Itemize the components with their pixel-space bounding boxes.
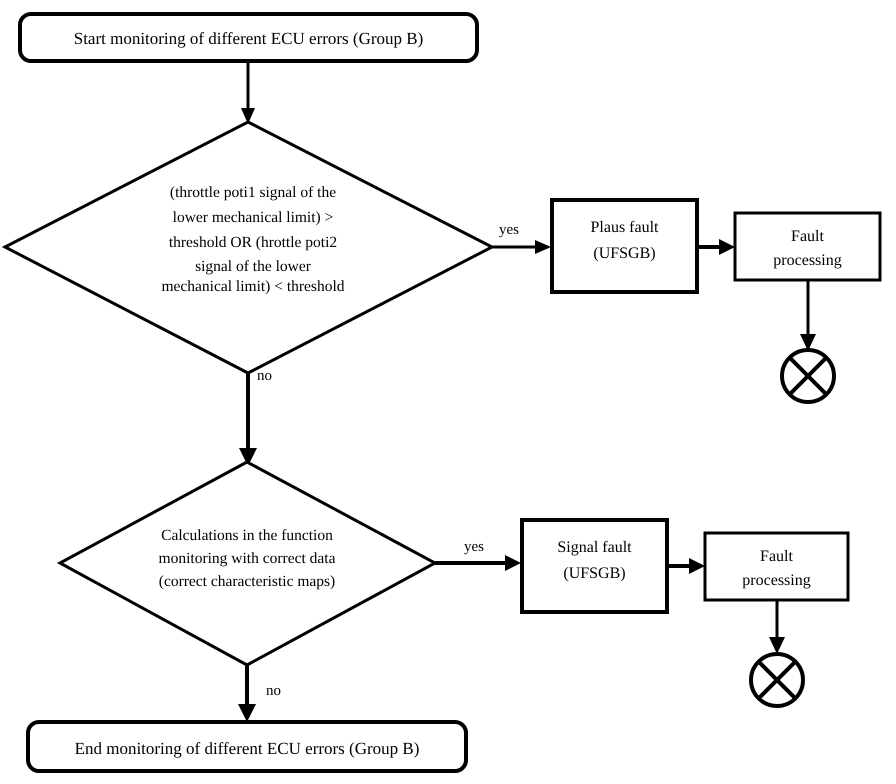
decision-1-line-4: signal of the lower (195, 258, 312, 275)
edge-label-decision1-yes: yes (499, 222, 519, 238)
fault-processing-2-line-2: processing (742, 572, 810, 589)
signal-fault-line-1: Signal fault (557, 539, 632, 556)
end-terminator-shape (26, 720, 468, 773)
arrowhead-icon (239, 448, 257, 466)
plaus-fault-line-1: Plaus fault (591, 219, 660, 236)
arrowhead-icon (238, 704, 256, 722)
start-terminator-label: Start monitoring of different ECU errors… (74, 29, 424, 48)
node-end-terminator[interactable]: End monitoring of different ECU errors (… (26, 720, 468, 773)
node-decision-2[interactable]: Calculations in the function monitoring … (56, 460, 439, 667)
fault-processing-2-line-1: Fault (760, 548, 793, 565)
edge-decision2-yes: yes (435, 539, 521, 571)
node-decision-1[interactable]: (throttle poti1 signal of the lower mech… (1, 120, 496, 375)
end-terminator-label: End monitoring of different ECU errors (… (75, 739, 420, 758)
fault-processing-1-line-1: Fault (791, 228, 824, 245)
plaus-fault-shape (550, 198, 699, 294)
fault-processing-1-shape (733, 211, 882, 282)
plaus-fault-line-2: (UFSGB) (593, 245, 655, 262)
decision-2-line-2: monitoring with correct data (159, 550, 336, 567)
edge-label-decision1-no: no (257, 368, 272, 384)
edge-label-decision2-yes: yes (464, 539, 484, 555)
decision-1-line-1: (throttle poti1 signal of the (170, 184, 336, 201)
edge-plausfault-to-faultprocessing1 (697, 239, 735, 255)
node-connector-1[interactable] (780, 348, 836, 404)
fault-processing-2-shape (703, 531, 850, 602)
edge-start-to-decision1 (241, 61, 255, 124)
edge-decision2-no: no (238, 665, 281, 722)
fault-processing-1-line-2: processing (773, 252, 841, 269)
node-fault-processing-2[interactable]: Fault processing (703, 531, 850, 602)
decision-1-line-3: threshold OR (hrottle poti2 (169, 234, 337, 251)
decision-2-line-1: Calculations in the function (161, 527, 333, 544)
signal-fault-line-2: (UFSGB) (563, 565, 625, 582)
edge-faultprocessing1-to-connector1 (800, 280, 816, 351)
arrowhead-icon (505, 555, 521, 571)
node-plaus-fault[interactable]: Plaus fault (UFSGB) (550, 198, 699, 294)
decision-1-line-2: lower mechanical limit) > (173, 209, 334, 226)
arrowhead-icon (241, 108, 255, 124)
edge-decision1-no: no (239, 368, 272, 466)
arrowhead-icon (719, 239, 735, 255)
arrowhead-icon (535, 240, 551, 254)
circle-x-icon-stroke-b (757, 660, 797, 700)
edge-decision1-yes: yes (492, 222, 551, 254)
circle-x-icon-stroke-b (788, 356, 828, 396)
edge-signalfault-to-faultprocessing2 (667, 558, 705, 574)
arrowhead-icon (769, 637, 785, 654)
node-connector-2[interactable] (749, 652, 805, 708)
decision-1-line-5: mechanical limit) < threshold (161, 278, 344, 295)
node-start-terminator[interactable]: Start monitoring of different ECU errors… (18, 12, 479, 63)
node-fault-processing-1[interactable]: Fault processing (733, 211, 882, 282)
edge-faultprocessing2-to-connector2 (769, 600, 785, 654)
edge-label-decision2-no: no (266, 683, 281, 699)
arrowhead-icon (800, 334, 816, 351)
decision-2-line-3: (correct characteristic maps) (159, 573, 335, 590)
arrowhead-icon (689, 558, 705, 574)
node-signal-fault[interactable]: Signal fault (UFSGB) (520, 518, 669, 614)
